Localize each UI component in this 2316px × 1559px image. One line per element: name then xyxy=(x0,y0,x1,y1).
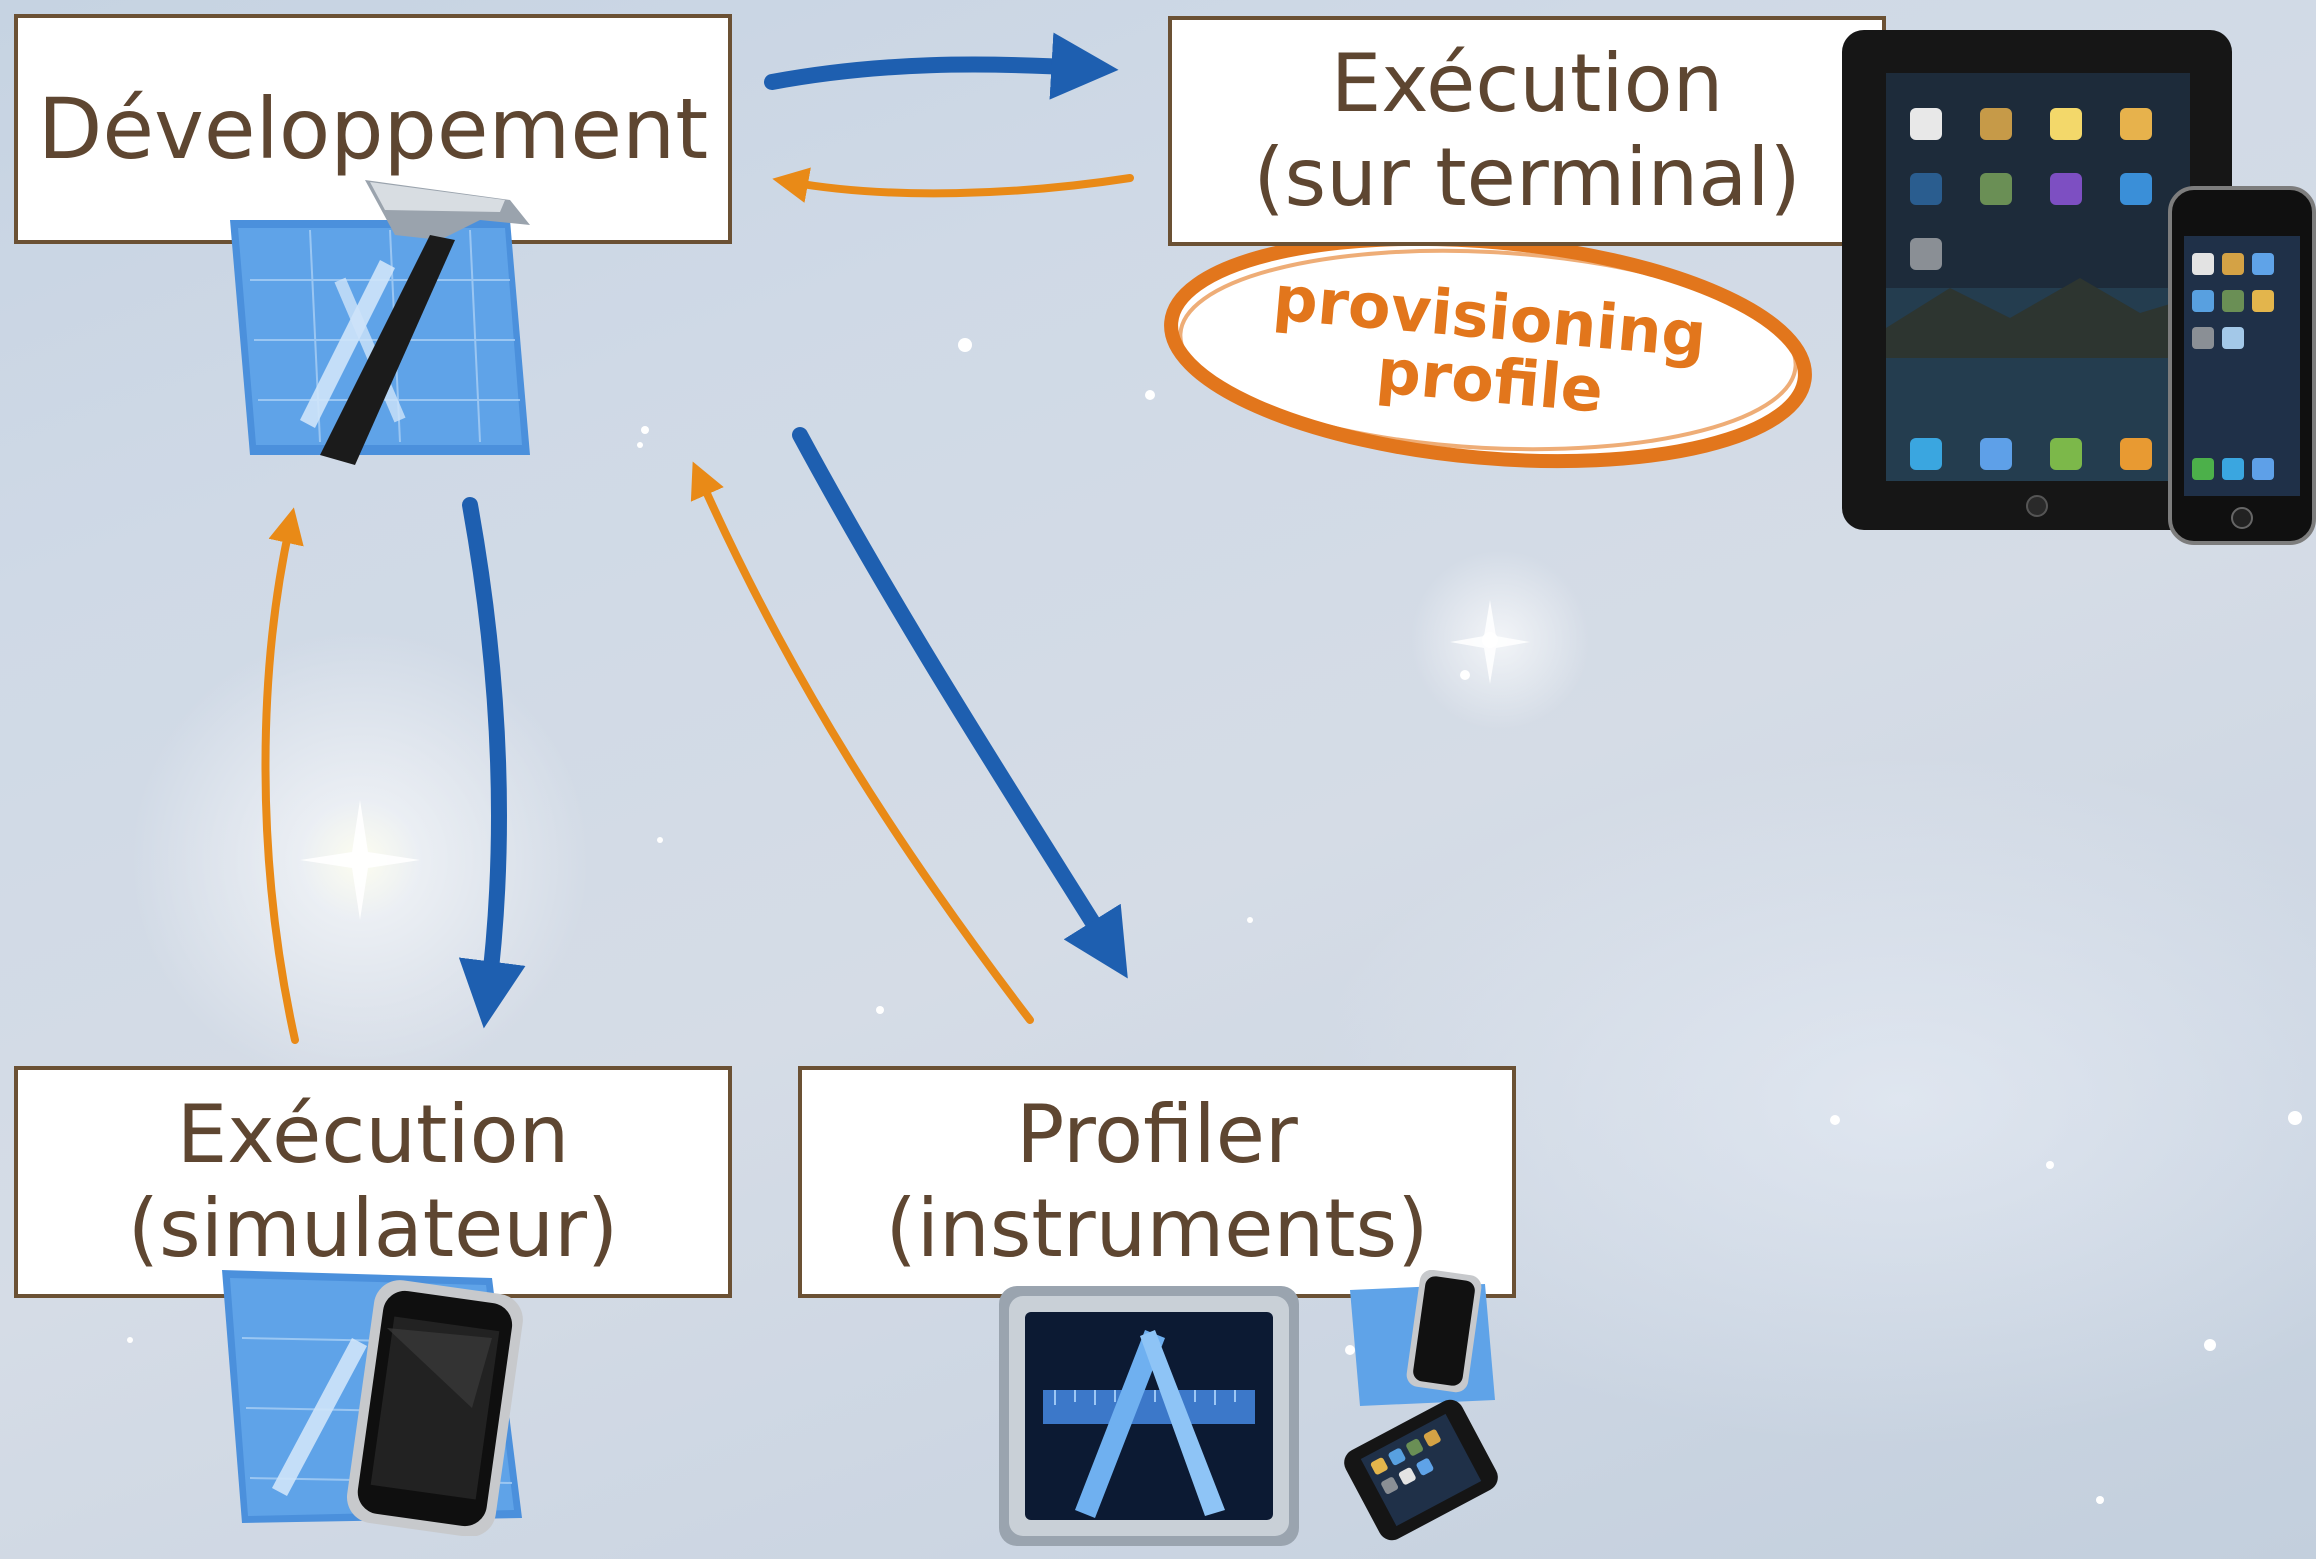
arrow-profiler-to-dev xyxy=(690,461,1034,1024)
iphone-app-grid xyxy=(2192,253,2274,480)
arrow-dev-to-profiler xyxy=(792,427,1128,979)
box-profiler-instruments: Profiler (instruments) xyxy=(798,1066,1516,1298)
box-simulator-line2: (simulateur) xyxy=(127,1182,619,1275)
box-simulator-line1: Exécution xyxy=(176,1088,570,1181)
box-development: Développement xyxy=(14,14,732,244)
ipad-iphone-icon xyxy=(1842,30,2316,545)
box-development-line1: Développement xyxy=(37,80,709,178)
box-execution-simulator: Exécution (simulateur) xyxy=(14,1066,732,1298)
box-profiler-line2: (instruments) xyxy=(885,1182,1429,1275)
arrow-dev-to-simulator xyxy=(458,497,526,1029)
ipad-app-grid xyxy=(1910,108,2152,470)
box-terminal-line1: Exécution xyxy=(1330,37,1724,130)
arrow-dev-to-terminal xyxy=(764,32,1119,100)
provisioning-profile-badge: provisioning profile xyxy=(1164,231,1812,469)
background-stars xyxy=(127,338,2302,1504)
arrow-terminal-to-dev xyxy=(772,167,1134,203)
instruments-icon xyxy=(999,1270,1498,1546)
arrow-simulator-to-dev xyxy=(261,507,304,1044)
box-execution-terminal: Exécution (sur terminal) xyxy=(1168,16,1886,246)
xcode-hammer-icon xyxy=(230,180,530,465)
box-profiler-line1: Profiler xyxy=(1016,1088,1298,1181)
box-terminal-line2: (sur terminal) xyxy=(1253,131,1801,224)
simulator-icon xyxy=(222,1270,523,1536)
